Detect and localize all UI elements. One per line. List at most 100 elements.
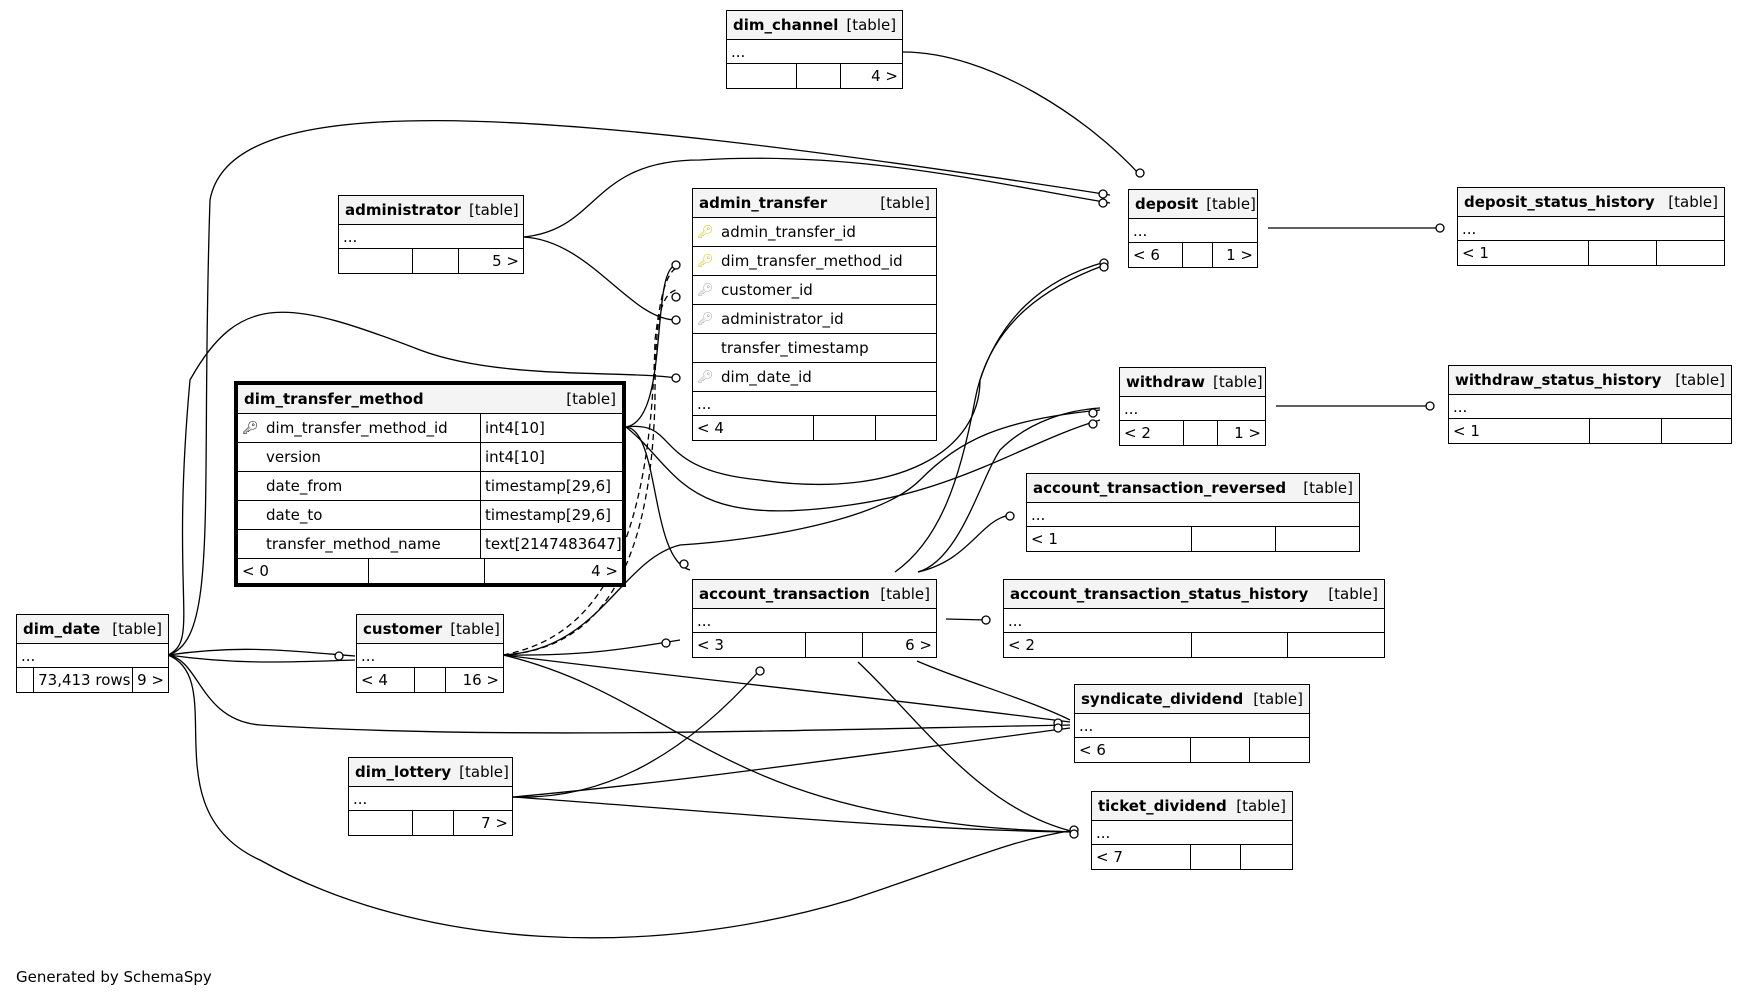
- column-name: version: [266, 448, 321, 466]
- table-dim-lottery[interactable]: dim_lottery[table] ... 7 >: [348, 757, 513, 836]
- edge-dim-date-ticket: [167, 654, 1076, 939]
- table-account-transaction-status-history[interactable]: account_transaction_status_history[table…: [1003, 579, 1385, 658]
- column-name: transfer_timestamp: [721, 339, 869, 357]
- table-ticket-dividend[interactable]: ticket_dividend[table] ... < 7: [1091, 791, 1293, 870]
- table-footer: < 1: [1449, 419, 1731, 443]
- parents-count[interactable]: < 2: [1120, 421, 1184, 445]
- parents-count[interactable]: < 7: [1092, 845, 1191, 869]
- edge-dtm-deposit: [625, 261, 1106, 486]
- table-admin-transfer[interactable]: admin_transfer[table] 🔑︎admin_transfer_i…: [692, 188, 937, 441]
- column-grid: 🔑︎dim_transfer_method_id int4[10] versio…: [238, 414, 626, 559]
- rows-count: [1191, 738, 1250, 762]
- table-deposit-status-history[interactable]: deposit_status_history[table] ... < 1: [1457, 187, 1725, 266]
- edge-dim-date-admin-transfer: [167, 311, 677, 656]
- children-count[interactable]: [1241, 845, 1292, 869]
- table-account-transaction-reversed[interactable]: account_transaction_reversed[table] ... …: [1026, 473, 1360, 552]
- column-row[interactable]: 🔑︎administrator_id: [693, 305, 936, 334]
- table-name: account_transaction_reversed: [1033, 479, 1287, 497]
- column-row[interactable]: 🔑︎dim_transfer_method_id: [693, 247, 936, 276]
- table-name: withdraw: [1126, 373, 1205, 391]
- parents-count[interactable]: [339, 249, 413, 273]
- parents-count[interactable]: < 0: [238, 559, 369, 583]
- edge-endpoint: [679, 559, 689, 569]
- parents-count[interactable]: [17, 668, 35, 692]
- parents-count[interactable]: < 1: [1027, 527, 1192, 551]
- table-name: dim_date: [23, 620, 101, 638]
- children-count[interactable]: [1288, 633, 1384, 657]
- table-name: deposit_status_history: [1464, 193, 1655, 211]
- children-count[interactable]: 1 >: [1234, 424, 1261, 442]
- column-name-cell[interactable]: date_from: [238, 472, 481, 501]
- children-count[interactable]: [1276, 527, 1359, 551]
- table-header: ticket_dividend[table]: [1092, 792, 1292, 821]
- column-row[interactable]: 🔑︎customer_id: [693, 276, 936, 305]
- parents-count[interactable]: [349, 811, 413, 835]
- table-withdraw-status-history[interactable]: withdraw_status_history[table] ... < 1: [1448, 365, 1732, 444]
- table-dim-transfer-method[interactable]: dim_transfer_method[table] 🔑︎dim_transfe…: [234, 381, 626, 587]
- columns-collapsed: ...: [17, 644, 168, 668]
- parents-count[interactable]: < 4: [357, 668, 415, 692]
- children-count[interactable]: [1250, 738, 1309, 762]
- children-count[interactable]: 5 >: [492, 252, 519, 270]
- rows-count: [814, 416, 876, 440]
- children-count[interactable]: 16 >: [462, 671, 499, 689]
- children-count[interactable]: 4 >: [871, 67, 898, 85]
- edge-lottery-syndicate: [512, 727, 1071, 798]
- column-type-cell: int4[10]: [481, 414, 626, 443]
- foreign-key-icon: 🔑︎: [697, 369, 714, 385]
- parents-count[interactable]: < 1: [1449, 419, 1590, 443]
- table-type: [table]: [459, 763, 509, 781]
- columns-collapsed: ...: [693, 392, 936, 416]
- edge-customer-account-transaction-top: [502, 409, 1101, 656]
- edge-endpoint: [1088, 408, 1098, 418]
- column-row[interactable]: 🔑︎transfer_timestamp: [693, 334, 936, 363]
- rows-count: [413, 249, 459, 273]
- table-dim-channel[interactable]: dim_channel[table] ... 4 >: [726, 10, 903, 89]
- edge-dim-date-deposit: [167, 119, 1111, 656]
- children-count[interactable]: 4 >: [591, 562, 618, 580]
- rows-count: [1590, 419, 1662, 443]
- table-name: dim_transfer_method: [244, 390, 424, 408]
- rows-count: [797, 64, 841, 88]
- children-count[interactable]: 7 >: [481, 814, 508, 832]
- parents-count[interactable]: < 3: [693, 633, 806, 657]
- columns-collapsed: ...: [1075, 714, 1309, 738]
- parents-count[interactable]: < 6: [1075, 738, 1191, 762]
- parents-count[interactable]: < 6: [1129, 243, 1183, 267]
- columns-collapsed: ...: [693, 609, 936, 633]
- parents-count[interactable]: [727, 64, 797, 88]
- table-type: [table]: [1303, 479, 1353, 497]
- parents-count[interactable]: < 1: [1458, 241, 1589, 265]
- table-name: syndicate_dividend: [1081, 690, 1244, 708]
- children-count[interactable]: [1662, 419, 1731, 443]
- edge-customer-admin-transfer-2: [502, 267, 677, 656]
- rows-count: [1192, 527, 1276, 551]
- column-row[interactable]: 🔑︎dim_date_id: [693, 363, 936, 392]
- column-name-cell[interactable]: date_to: [238, 501, 481, 530]
- column-name-cell[interactable]: transfer_method_name: [238, 530, 481, 559]
- column-name-cell[interactable]: 🔑︎dim_transfer_method_id: [238, 414, 481, 443]
- column-name: transfer_method_name: [266, 535, 441, 553]
- table-name: deposit: [1135, 195, 1199, 213]
- table-administrator[interactable]: administrator[table] ... 5 >: [338, 195, 524, 274]
- table-type: [table]: [1236, 797, 1286, 815]
- parents-count[interactable]: < 4: [693, 416, 814, 440]
- children-count[interactable]: 6 >: [905, 636, 932, 654]
- column-row[interactable]: 🔑︎admin_transfer_id: [693, 218, 936, 247]
- parents-count[interactable]: < 2: [1004, 633, 1192, 657]
- table-header: account_transaction_reversed [table]: [1027, 474, 1359, 503]
- children-count[interactable]: 1 >: [1226, 246, 1253, 264]
- children-count[interactable]: 9 >: [137, 671, 164, 689]
- table-syndicate-dividend[interactable]: syndicate_dividend[table] ... < 6: [1074, 684, 1310, 763]
- children-count[interactable]: [876, 416, 936, 440]
- column-name-cell[interactable]: version: [238, 443, 481, 472]
- children-count[interactable]: [1657, 241, 1724, 265]
- columns-collapsed: ...: [1027, 503, 1359, 527]
- table-header: withdraw_status_history[table]: [1449, 366, 1731, 395]
